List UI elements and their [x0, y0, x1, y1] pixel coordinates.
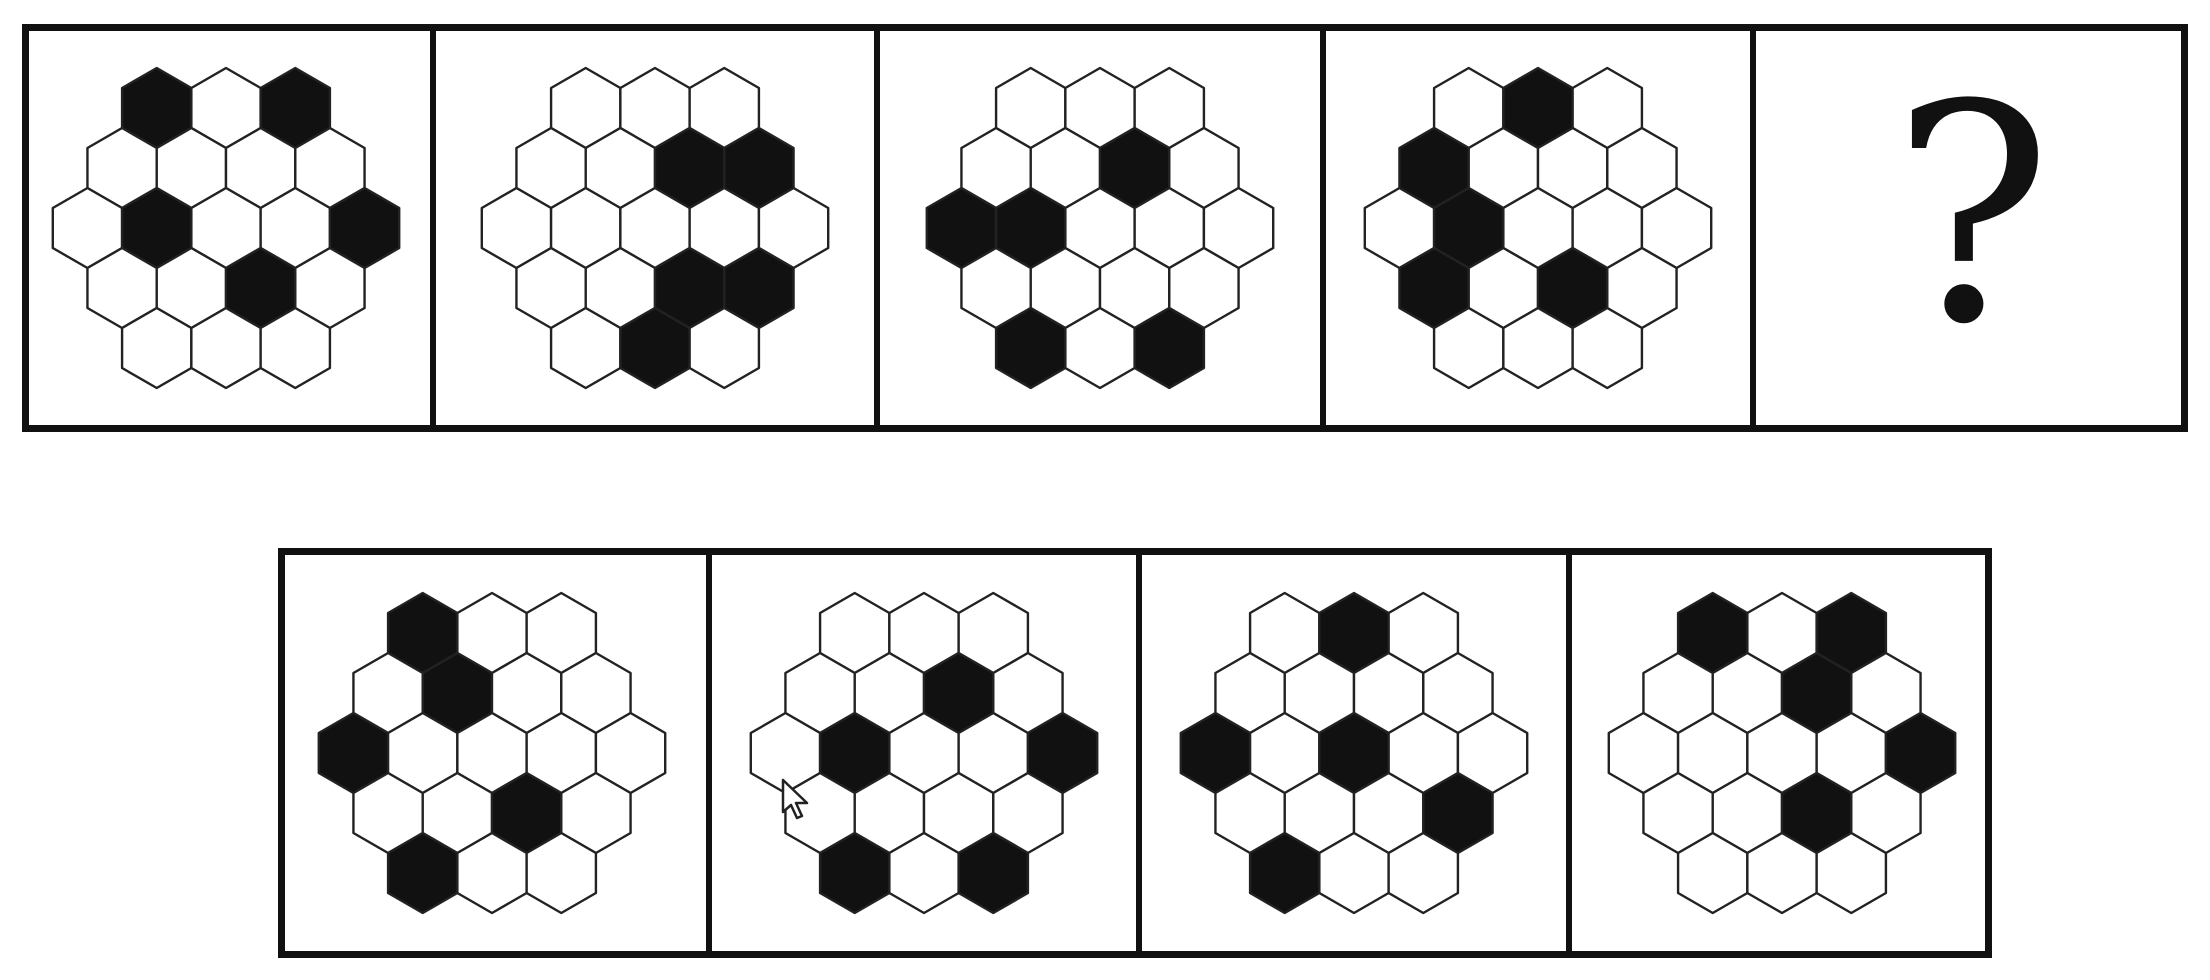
- hex-pattern-c: [1179, 591, 1529, 915]
- answer-option-c[interactable]: [1142, 548, 1566, 958]
- hex-cell-filled: [957, 831, 1030, 915]
- hex-cell-empty: [1571, 306, 1644, 390]
- hex-cell-empty: [259, 306, 332, 390]
- panel-divider: [1566, 548, 1572, 958]
- panel-divider: [430, 24, 436, 432]
- hex-pattern-q2: [480, 66, 830, 390]
- hex-pattern-b: [749, 591, 1099, 915]
- panel-divider: [706, 548, 712, 958]
- answer-option-b[interactable]: [712, 548, 1136, 958]
- sequence-panel-1: [22, 24, 430, 432]
- panel-divider: [1750, 24, 1756, 432]
- hex-cell-empty: [688, 306, 761, 390]
- answer-option-a[interactable]: [278, 548, 706, 958]
- hex-pattern-d: [1607, 591, 1957, 915]
- hex-pattern-a: [317, 591, 667, 915]
- hex-pattern-q4: [1363, 66, 1713, 390]
- hex-cell-filled: [1133, 306, 1206, 390]
- panel-divider: [874, 24, 880, 432]
- answer-options: [278, 548, 1992, 958]
- hex-cell-empty: [1387, 831, 1460, 915]
- sequence-panel-3: [880, 24, 1320, 432]
- sequence-panel-4: [1326, 24, 1750, 432]
- mouse-cursor-icon: [781, 778, 809, 820]
- sequence-panel-2: [436, 24, 874, 432]
- hex-cell-empty: [525, 831, 598, 915]
- answer-option-d[interactable]: [1572, 548, 1992, 958]
- panel-divider: [1320, 24, 1326, 432]
- hex-pattern-q1: [51, 66, 401, 390]
- panel-divider: [1136, 548, 1142, 958]
- question-mark-glyph: ?: [1891, 41, 2053, 390]
- hex-cell-empty: [1815, 831, 1888, 915]
- unknown-panel: ?: [1756, 24, 2188, 432]
- question-sequence: ?: [22, 24, 2188, 432]
- hex-pattern-q3: [925, 66, 1275, 390]
